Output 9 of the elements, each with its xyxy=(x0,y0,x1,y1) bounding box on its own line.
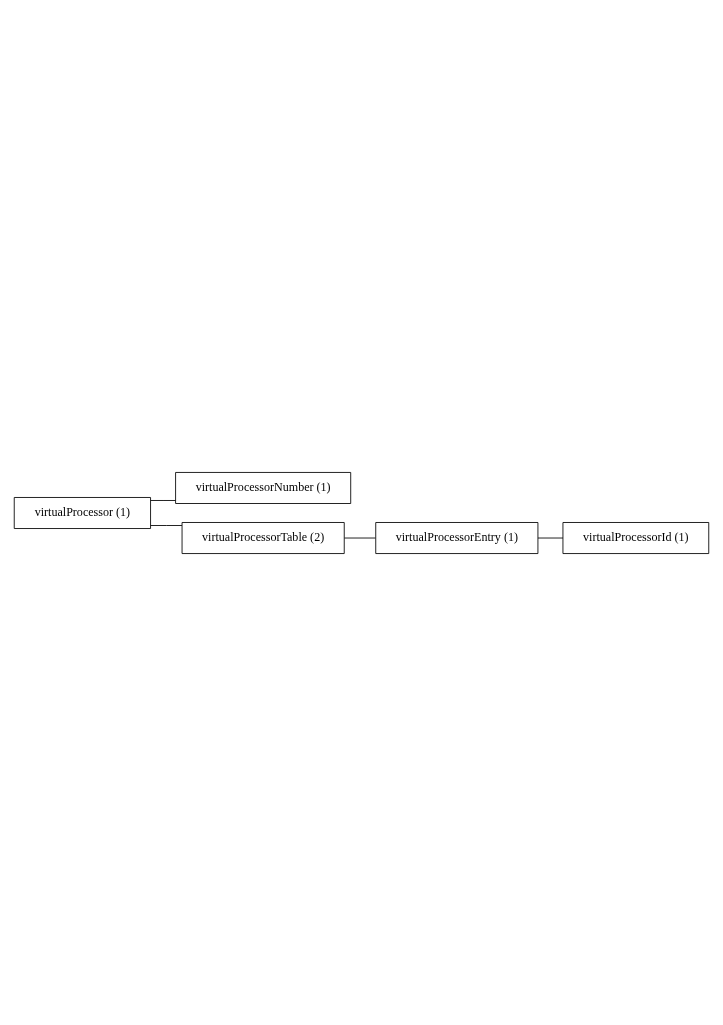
node-box: virtualProcessorId (1) xyxy=(562,521,710,554)
connector xyxy=(344,537,376,538)
node-box: virtualProcessorNumber (1) xyxy=(175,471,352,504)
connector xyxy=(150,524,183,526)
node-box: virtualProcessorTable (2) xyxy=(181,521,345,554)
node-box: virtualProcessorEntry (1) xyxy=(375,521,539,554)
connector xyxy=(150,499,176,501)
node-box: virtualProcessor (1) xyxy=(13,496,151,529)
connector xyxy=(537,537,564,538)
